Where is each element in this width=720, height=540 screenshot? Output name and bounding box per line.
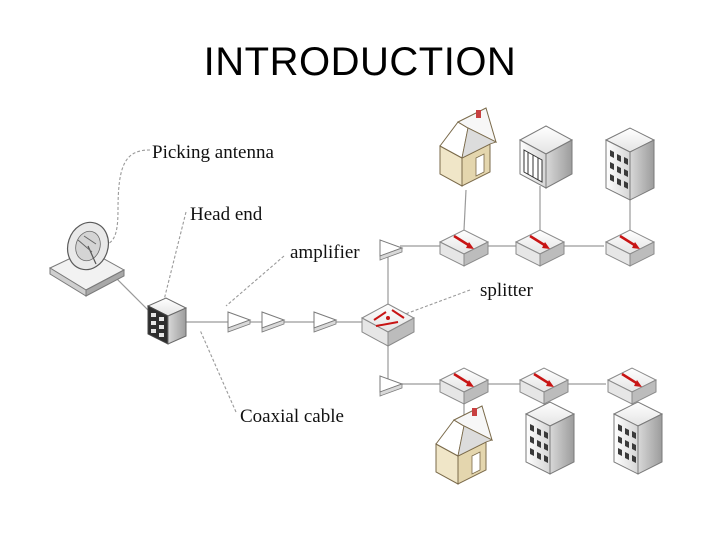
amplifier-icon: [261, 311, 285, 333]
shop-building-icon: [519, 125, 573, 189]
amplifier-icon: [313, 311, 337, 333]
amplifier-icon: [379, 239, 403, 261]
satellite-dish-icon: [48, 221, 126, 297]
tap-box-icon: [438, 228, 490, 268]
tap-box-icon: [514, 228, 566, 268]
apartment-building-icon: [525, 401, 575, 475]
house-icon: [439, 107, 497, 187]
apartment-building-icon: [613, 401, 663, 475]
splitter-icon: [360, 303, 416, 347]
house-icon: [435, 405, 493, 485]
amplifier-icon: [227, 311, 251, 333]
label-splitter: splitter: [480, 280, 533, 301]
tap-box-icon: [604, 228, 656, 268]
label-leaders: [97, 149, 471, 413]
label-head-end: Head end: [190, 204, 263, 225]
tap-box-icon: [438, 366, 490, 406]
tap-box-icon: [518, 366, 570, 406]
apartment-building-icon: [605, 127, 655, 201]
amplifier-icon: [379, 375, 403, 397]
tap-box-icon: [606, 366, 658, 406]
page-title: INTRODUCTION: [203, 40, 517, 84]
label-coaxial-cable: Coaxial cable: [240, 406, 344, 427]
label-picking-antenna: Picking antenna: [152, 142, 274, 163]
label-amplifier: amplifier: [290, 242, 360, 263]
head-end-rack-icon: [146, 297, 188, 345]
